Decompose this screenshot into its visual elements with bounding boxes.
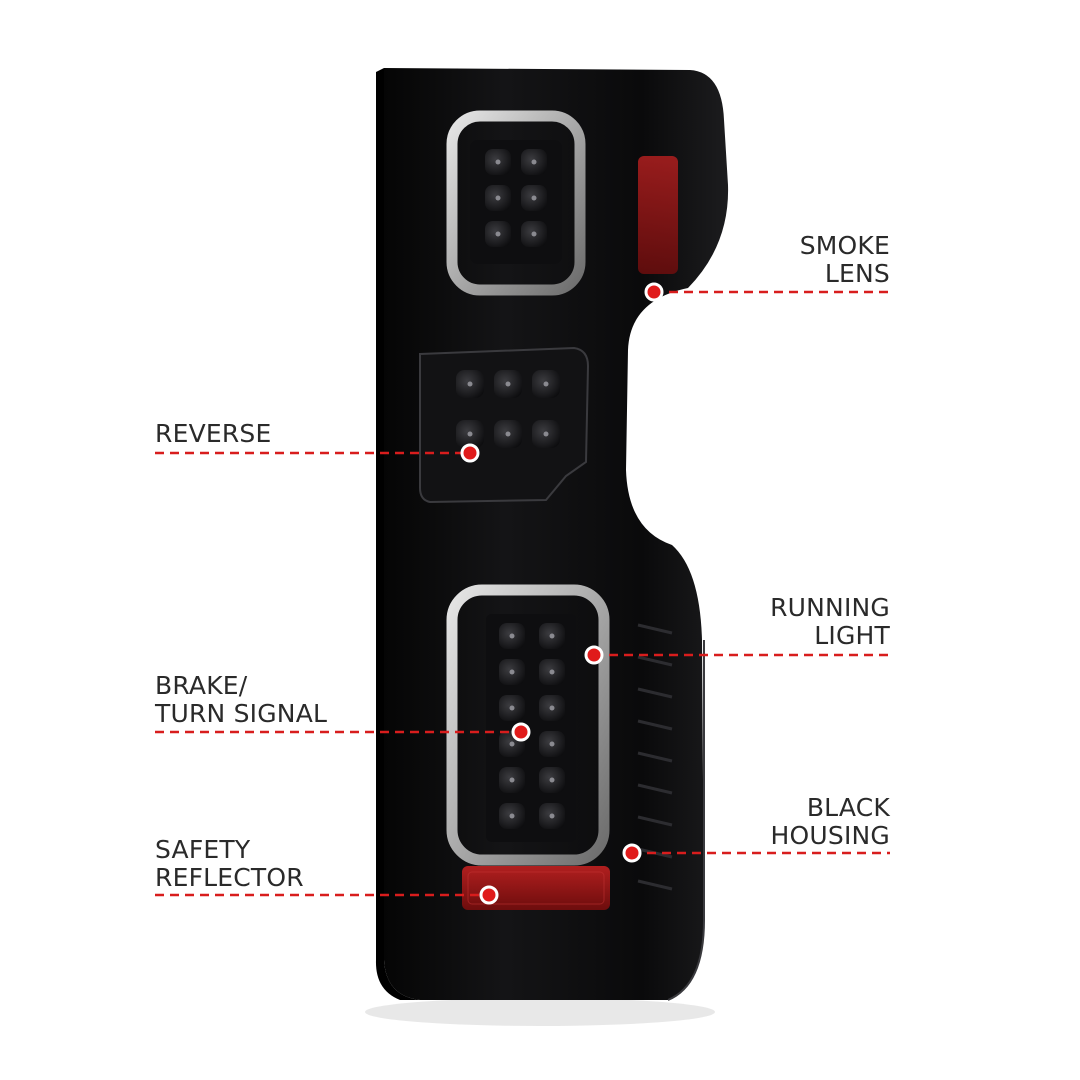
brake-led-chip bbox=[509, 813, 515, 819]
brake-turn-label-line2: TURN SIGNAL bbox=[155, 699, 328, 728]
smoke-lens-label-line2: LENS bbox=[824, 259, 890, 288]
brake-led-chip bbox=[549, 669, 555, 675]
safety-reflector-label-line1: SAFETY bbox=[155, 835, 251, 864]
black-housing-shape bbox=[384, 68, 729, 1000]
housing-slit bbox=[637, 815, 673, 827]
smoke-lens-label-line1: SMOKE bbox=[799, 231, 890, 260]
brake-led-chip bbox=[549, 705, 555, 711]
upper-light-ring bbox=[446, 110, 586, 296]
housing-slit bbox=[637, 623, 673, 635]
smoke-lens-dot bbox=[644, 282, 664, 302]
running-light-label-line2: LIGHT bbox=[814, 621, 890, 650]
reverse-led-chip bbox=[505, 381, 511, 387]
running-light-dot bbox=[584, 645, 604, 665]
brake-led-chip bbox=[549, 813, 555, 819]
housing-slit bbox=[637, 879, 673, 891]
brake-turn-dot bbox=[511, 722, 531, 742]
brake-led-chip bbox=[509, 669, 515, 675]
housing-slit bbox=[637, 655, 673, 667]
brake-led-chip bbox=[509, 705, 515, 711]
upper-led-chip bbox=[495, 195, 501, 201]
upper-led-chip bbox=[531, 159, 537, 165]
smoke-lens-label: SMOKE LENS bbox=[800, 232, 890, 288]
reverse-label: REVERSE bbox=[155, 420, 272, 448]
reverse-led-chip bbox=[467, 381, 473, 387]
black-housing-label-line1: BLACK bbox=[806, 793, 890, 822]
brake-led-chip bbox=[549, 633, 555, 639]
running-light-label: RUNNING LIGHT bbox=[770, 594, 890, 650]
brake-led-chip bbox=[549, 777, 555, 783]
safety-reflector-dot bbox=[479, 885, 499, 905]
reverse-led-array bbox=[456, 370, 560, 448]
reverse-led-chip bbox=[543, 431, 549, 437]
upper-led-chip bbox=[495, 231, 501, 237]
safety-reflector-label: SAFETY REFLECTOR bbox=[155, 836, 304, 892]
housing-slit bbox=[637, 751, 673, 763]
reverse-dot bbox=[460, 443, 480, 463]
brake-turn-label-line1: BRAKE/ bbox=[155, 671, 248, 700]
brake-turn-label: BRAKE/ TURN SIGNAL bbox=[155, 672, 327, 728]
safety-reflector-shape bbox=[462, 866, 610, 910]
black-housing-dot bbox=[622, 843, 642, 863]
housing-slit bbox=[637, 783, 673, 795]
reverse-led-chip bbox=[543, 381, 549, 387]
side-marker bbox=[638, 156, 678, 274]
reverse-led-chip bbox=[467, 431, 473, 437]
upper-led-chip bbox=[531, 231, 537, 237]
black-housing-label: BLACK HOUSING bbox=[771, 794, 891, 850]
housing-slit bbox=[637, 687, 673, 699]
reverse-led-chip bbox=[505, 431, 511, 437]
brake-led-array bbox=[499, 623, 565, 829]
upper-led-array bbox=[485, 149, 547, 247]
brake-led-chip bbox=[509, 777, 515, 783]
brake-led-chip bbox=[549, 741, 555, 747]
running-light-label-line1: RUNNING bbox=[770, 593, 890, 622]
upper-led-chip bbox=[495, 159, 501, 165]
black-housing-label-line2: HOUSING bbox=[770, 821, 890, 850]
reverse-label-line1: REVERSE bbox=[155, 419, 272, 448]
brake-led-chip bbox=[509, 741, 515, 747]
running-light-ring bbox=[446, 584, 610, 866]
upper-led-chip bbox=[531, 195, 537, 201]
housing-slit bbox=[637, 719, 673, 731]
brake-led-chip bbox=[509, 633, 515, 639]
safety-reflector-label-line2: REFLECTOR bbox=[155, 863, 304, 892]
